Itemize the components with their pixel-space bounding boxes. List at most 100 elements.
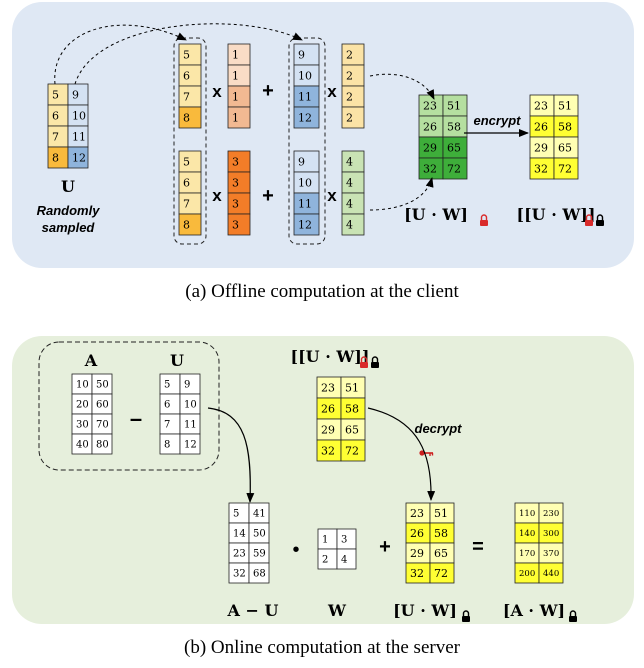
row1-d-value: 2 (346, 69, 353, 82)
plus-sign-1: + (262, 80, 274, 102)
offline-encrypted-label: [[U · W]] (517, 205, 596, 224)
plus-sign-2: + (262, 185, 274, 207)
row2-d-cell (341, 213, 365, 236)
online-a-value: 30 (76, 420, 89, 431)
online-amu-value: 14 (233, 529, 246, 540)
times-sign-2: x (327, 82, 337, 101)
row2-a-value: 5 (183, 155, 190, 168)
online-w-value: 4 (341, 555, 347, 566)
row2-c-cell (293, 213, 320, 236)
offline-u-value: 9 (72, 88, 79, 101)
times-sign-1: x (212, 82, 222, 101)
offline-enc-value: 51 (558, 99, 572, 112)
randomly-sampled-line-1: Randomly (37, 203, 101, 218)
online-aw-value: 200 (519, 569, 535, 579)
row2-b-value: 3 (232, 155, 239, 168)
row1-c-value: 10 (298, 69, 312, 82)
online-u-value: 12 (184, 440, 197, 451)
dashed-group-u-col1 (173, 37, 207, 245)
online-enc-value: 65 (345, 423, 359, 436)
row1-c-value: 11 (298, 90, 312, 103)
online-uw-value: 72 (434, 567, 448, 580)
row1-b-cell (227, 106, 251, 129)
row2-c-value: 10 (298, 176, 312, 189)
online-w-cell (336, 548, 357, 570)
offline-enc-value: 58 (558, 120, 572, 133)
offline-uw-value: 26 (423, 120, 437, 133)
offline-uw-value: 72 (447, 162, 461, 175)
online-u-value: 11 (184, 420, 197, 431)
online-aw-value: 140 (519, 529, 535, 539)
arrow-u-col1-to-vector (54, 24, 187, 85)
offline-enc-value: 23 (534, 99, 548, 112)
row1-d-value: 2 (346, 111, 353, 124)
row2-b-value: 3 (232, 218, 239, 231)
online-amu-value: 68 (253, 569, 266, 580)
offline-enc-value: 26 (534, 120, 548, 133)
offline-uw-cell (442, 157, 468, 180)
online-enc-value: 26 (321, 402, 335, 415)
row2-a-value: 7 (183, 197, 190, 210)
online-encrypted-label: [[U · W]] (291, 347, 370, 366)
online-w-value: 2 (322, 555, 328, 566)
offline-u-cell (67, 146, 89, 169)
online-amu-value: 32 (233, 569, 246, 580)
online-a-value: 80 (96, 440, 109, 451)
arrow-decrypt (367, 407, 436, 501)
online-caption: (b) Online computation at the server (184, 637, 460, 658)
online-enc-lock-icon-red (360, 356, 368, 368)
encrypt-label: encrypt (474, 113, 522, 128)
offline-u-value: 6 (52, 109, 59, 122)
online-w-value: 1 (322, 535, 328, 546)
row2-a-cell (178, 213, 202, 236)
online-uw-value: 29 (410, 547, 424, 560)
online-amu-cell (248, 562, 270, 584)
row1-a-value: 7 (183, 90, 190, 103)
offline-u-value: 5 (52, 88, 59, 101)
offline-u-value: 7 (52, 130, 59, 143)
row1-a-value: 6 (183, 69, 190, 82)
decrypt-key-icon (419, 450, 434, 456)
offline-panel (12, 2, 634, 268)
randomly-sampled-line-2: sampled (42, 220, 96, 235)
online-a-value: 40 (76, 440, 89, 451)
online-u-value: 10 (184, 400, 197, 411)
row2-b-value: 3 (232, 176, 239, 189)
row2-d-value: 4 (346, 218, 353, 231)
online-aw-value: 300 (543, 529, 559, 539)
online-aw-value: 440 (543, 569, 559, 579)
online-u-cell (179, 433, 201, 455)
offline-uw-value: 58 (447, 120, 461, 133)
offline-enc-value: 65 (558, 141, 572, 154)
online-a-value: 70 (96, 420, 109, 431)
row1-b-value: 1 (232, 90, 239, 103)
dashed-group-a-u (38, 341, 220, 471)
offline-uw-value: 29 (423, 141, 437, 154)
online-u-value: 8 (164, 440, 170, 451)
online-amu-value: 23 (233, 549, 246, 560)
offline-uw-value: 32 (423, 162, 437, 175)
online-uw-lock-icon (462, 610, 470, 622)
online-aw-value: 230 (543, 509, 559, 519)
offline-u-value: 12 (72, 151, 86, 164)
online-a-label: A (84, 351, 98, 370)
row1-a-cell (178, 106, 202, 129)
times-sign-3: x (212, 186, 222, 205)
online-uw-value: 23 (410, 507, 424, 520)
row1-c-value: 12 (298, 111, 312, 124)
row2-c-value: 12 (298, 218, 312, 231)
offline-uw-value: 65 (447, 141, 461, 154)
arrow-row2-to-uw (369, 177, 434, 211)
online-enc-value: 32 (321, 444, 335, 457)
online-a-cell (91, 433, 113, 455)
